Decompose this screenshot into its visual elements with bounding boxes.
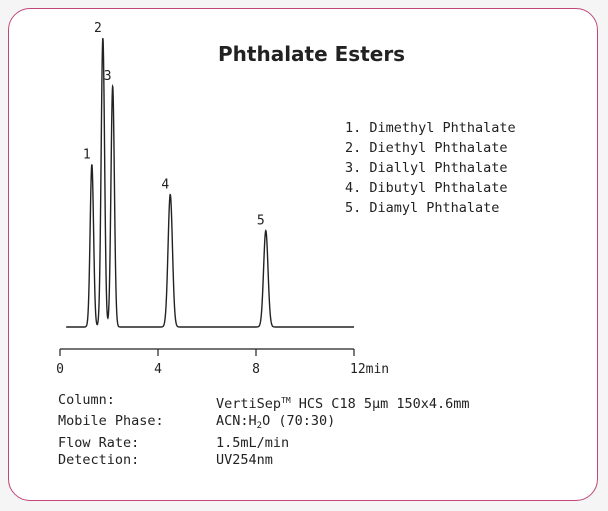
condition-label: Flow Rate: [58,435,140,451]
condition-value: UV254nm [216,452,273,468]
peak-label-5: 5 [257,214,265,229]
condition-label: Column: [58,392,115,408]
legend: 1. Dimethyl Phthalate 2. Diethyl Phthala… [345,118,516,218]
column-value-part: HCS C18 5µm 150x4.6mm [290,396,470,412]
condition-flow-rate: Flow Rate: 1.5mL/min [58,435,469,452]
x-tick-label-2: 8 [252,362,260,377]
condition-mobile-phase: Mobile Phase: ACN:H2O (70:30) [58,413,469,435]
condition-detection: Detection: UV254nm [58,452,469,469]
condition-value: ACN:H2O (70:30) [216,413,335,435]
mobile-value-part: ACN:H [216,413,257,429]
column-value-part: VertiSep [216,396,282,412]
condition-label: Mobile Phase: [58,413,164,429]
condition-value: VertiSepTM HCS C18 5µm 150x4.6mm [216,392,469,413]
legend-item-4: 4. Dibutyl Phthalate [345,180,508,196]
chart-title: Phthalate Esters [218,42,406,66]
x-tick-label-3: 12min [350,362,389,377]
trademark-mark: TM [281,396,291,405]
peak-label-1: 1 [83,147,91,162]
peak-label-3: 3 [104,69,112,84]
legend-item-1: 1. Dimethyl Phthalate [345,120,516,136]
mobile-value-part: O (70:30) [262,413,336,429]
chromatogram-trace [66,38,354,328]
condition-value: 1.5mL/min [216,435,290,451]
x-tick-label-1: 4 [154,362,162,377]
peak-label-4: 4 [161,178,169,193]
peak-label-2: 2 [94,21,102,36]
subscript: 2 [256,421,263,431]
condition-label: Detection: [58,452,140,468]
condition-column: Column: VertiSepTM HCS C18 5µm 150x4.6mm [58,392,469,413]
conditions-table: Column: VertiSepTM HCS C18 5µm 150x4.6mm… [58,392,469,469]
legend-item-3: 3. Diallyl Phthalate [345,160,508,176]
legend-item-5: 5. Diamyl Phthalate [345,200,500,216]
legend-item-2: 2. Diethyl Phthalate [345,140,508,156]
x-tick-label-0: 0 [56,362,64,377]
